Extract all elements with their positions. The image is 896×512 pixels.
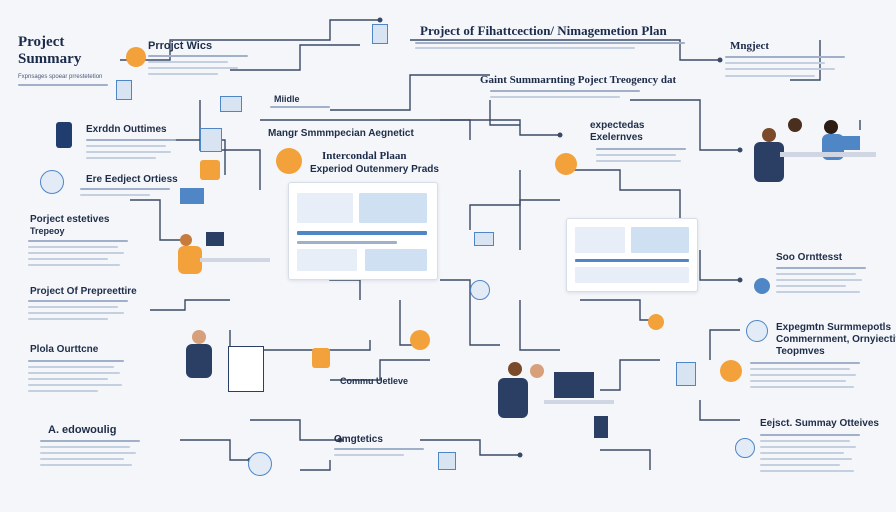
calendar-icon [438,452,456,470]
clipboard-icon [200,160,220,180]
intercondal-label: Intercondal Plaan [322,150,407,162]
middle-label: Miidle [274,94,300,104]
expendon-label: Experiod Outenmery Prads [310,164,439,175]
person-standing-screen [184,330,264,400]
laptop-icon [180,188,204,204]
checkmark-icon [735,438,755,458]
globe-icon [470,280,490,300]
outtimes-label: Exrddn Outtimes [86,124,167,135]
summary-subtitle: Fxpnsages spoear prrestetetion [18,74,103,80]
network-icon [248,452,272,476]
so-label: Soo Ornttesst [776,252,843,263]
target-icon [410,330,430,350]
envelope-icon [474,232,494,246]
dashboard-panel-right [566,218,698,292]
managing-label: Mangr Smmmpecian Aegnetict [268,128,414,139]
pie-icon [754,278,770,294]
mail-icon [40,170,64,194]
lightbulb-icon-right [720,360,742,382]
person-at-laptop-center [494,362,614,452]
manager-label: Mngject [730,40,770,52]
bulb-small-icon [648,314,664,330]
teopmves-label: Teopmves [776,346,825,357]
trepcoy-label: Trepeoy [30,226,65,236]
project-estives-label: Porject estetives [30,214,110,225]
phone-icon [56,122,72,148]
comm-label: Commernment, Ornyiectives [776,334,896,345]
person-at-desk-left [178,228,270,294]
schedule-label: A. edowoulig [48,424,117,436]
monitor-icon [220,96,242,112]
main-title: Project of Fihattcection/ Nimagemetion P… [420,23,667,38]
eejest-label: Eejsct. Summay Otteives [760,418,879,429]
omgetics-label: Omgtetics [334,434,383,445]
chart-badge-icon [276,148,302,174]
people-icon [746,320,768,342]
expgmn-label: Expegmtn Surmmepotls [776,322,892,333]
effect-label: Ere Eedject Ortiess [86,174,178,185]
team-meeting-right [736,118,876,208]
file-icon [372,24,388,44]
pref-label: Project Of Prepreettire [30,286,137,297]
document-icon [116,80,132,100]
gaint-label: Gaint Summarnting Poject Treogency dat [480,74,677,86]
summary-title: Project Summary [18,34,82,67]
plo-label: Plola Ourttcne [30,344,99,355]
clipboard-doc-icon [200,128,222,152]
checklist-icon [312,348,330,368]
project-wics-label: Prrojct Wics [148,40,213,52]
dashboard-panel-left [288,182,438,280]
gear-badge-icon [555,153,577,175]
report-icon [676,362,696,386]
commu-label: Commu Uetleve [340,376,409,386]
lightbulb-icon [126,47,146,67]
expected-label: expectedas Exelernves [590,120,645,143]
